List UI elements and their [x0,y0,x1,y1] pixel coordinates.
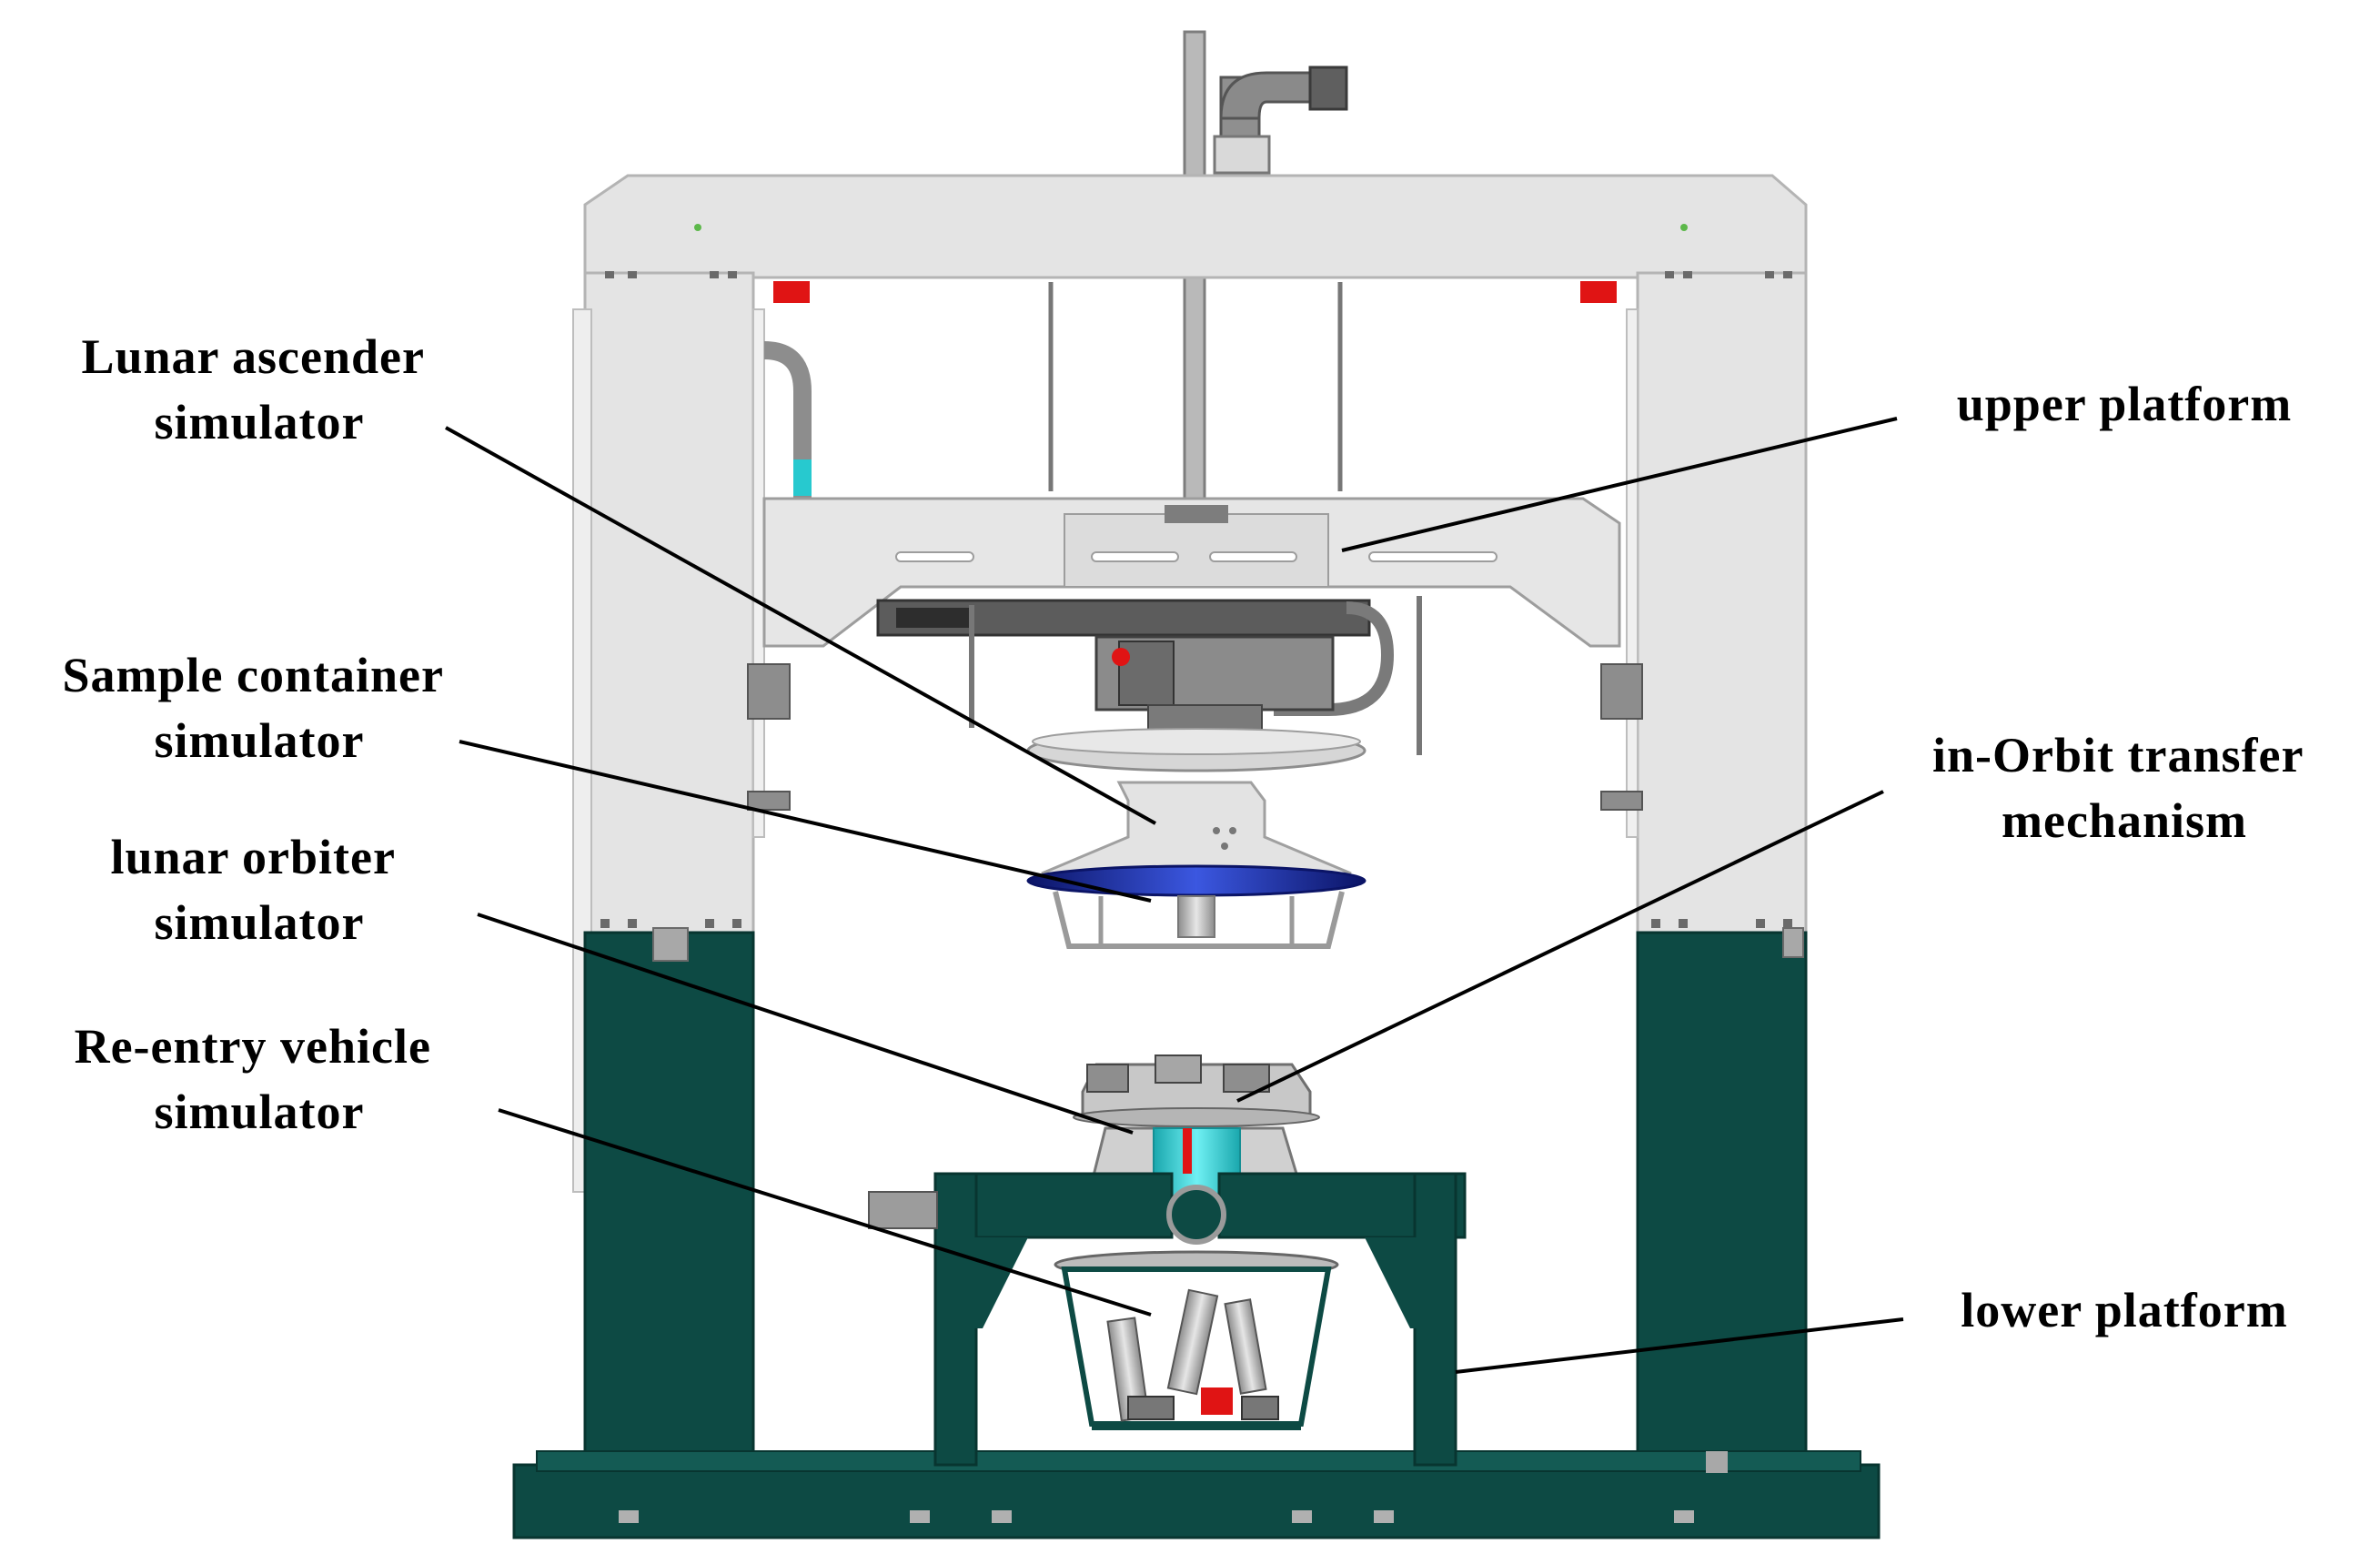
label-lower-platform: lower platform [1961,1283,2287,1337]
label-line: simulator [155,1085,365,1139]
left-inner-rail [752,308,765,838]
top-beam [583,174,1808,279]
label-reentry-vehicle: Re-entry vehicle simulator [75,1019,445,1139]
label-line: lunar orbiter [110,830,395,884]
callout-labels: Lunar ascender simulator Sample containe… [63,329,2316,1337]
lunar-ascender-body [1041,781,1352,875]
leader-lunar-ascender [445,426,1156,825]
bolt-row [600,271,1792,928]
right-inner-rail [1626,308,1639,838]
top-beam-red-pad-right [1580,281,1617,303]
label-lunar-ascender: Lunar ascender simulator [81,329,437,449]
test-frame [512,30,1881,1539]
label-line: Sample container [63,648,444,702]
top-elbow-actuator [1213,66,1348,179]
leader-lunar-orbiter [477,913,1134,1135]
label-sample-container: Sample container simulator [63,648,457,768]
label-in-orbit-transfer: in-Orbit transfer mechanism [1932,728,2316,848]
base-step [536,1450,1861,1472]
label-line: lower platform [1961,1283,2287,1337]
label-line: upper platform [1957,377,2293,431]
label-line: simulator [155,895,365,950]
base-plate [512,1463,1881,1539]
label-upper-platform: upper platform [1957,377,2293,431]
label-line: mechanism [2002,793,2247,848]
leader-in-orbit-transfer [1236,790,1884,1103]
leader-lower-platform [1455,1317,1904,1374]
label-line: Re-entry vehicle [75,1019,431,1074]
label-line: Lunar ascender [81,329,424,384]
left-column-upper [583,271,755,934]
label-line: in-Orbit transfer [1932,728,2303,782]
leader-reentry-vehicle [498,1108,1152,1317]
top-beam-red-pad-left [773,281,810,303]
right-column-lower [1636,931,1808,1480]
label-line: simulator [155,395,365,449]
lower-platform-assembly [868,1054,1467,1467]
sample-container-ring [1026,864,1366,897]
leader-sample-container [459,740,1152,903]
left-column-lower [583,931,755,1480]
leader-upper-platform [1341,417,1898,552]
label-lunar-orbiter: lunar orbiter simulator [110,830,408,950]
right-column-upper [1636,271,1808,934]
label-line: simulator [155,713,365,768]
lower-platform-hub [1166,1185,1226,1245]
leader-lines [445,417,1904,1374]
